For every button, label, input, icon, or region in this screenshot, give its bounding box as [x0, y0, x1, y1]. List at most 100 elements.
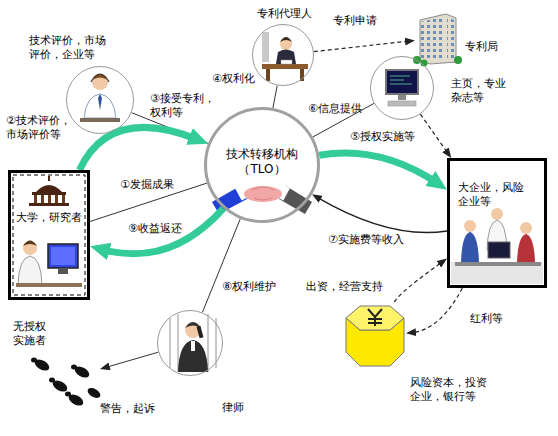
edge-label: ⑥信息提供 [308, 102, 362, 116]
attorney-figure [276, 50, 296, 65]
node-label: 专利局 [465, 40, 498, 54]
patent-office-building [421, 60, 428, 67]
edge-label: ⑤授权实施等 [350, 130, 415, 144]
node-label: 风险资本，投资 企业，银行等 [410, 376, 496, 404]
media-circle: 主页，专业 杂志等 [370, 56, 434, 120]
computer-figure [398, 95, 406, 100]
node-label: 律师 [222, 401, 244, 415]
patent-office-building [447, 18, 455, 61]
computer-figure [390, 80, 404, 81]
computer-figure [388, 101, 416, 106]
university-art [18, 256, 42, 284]
footprints [71, 365, 77, 370]
node-label: 无授权 实施者 [13, 320, 53, 348]
link-line [394, 262, 442, 302]
university-art [29, 203, 69, 206]
attorney-circle: 专利代理人 [252, 24, 314, 86]
company-people [455, 262, 541, 266]
university-art [13, 175, 85, 295]
link-line [273, 86, 277, 109]
link-line [420, 114, 447, 153]
edge-label: 警告，起诉 [100, 402, 155, 416]
link-line [317, 197, 447, 232]
university-art [36, 185, 62, 192]
edge-label: ⑨收益返还 [128, 222, 182, 236]
attorney-figure [266, 69, 270, 81]
node-label: 技术转移机构 （TLO） [221, 147, 303, 177]
evaluator-figure [91, 74, 109, 82]
attorney-figure [281, 60, 292, 64]
edge-label: ④权利化 [212, 72, 255, 86]
university-art [16, 283, 82, 287]
handshake-figure [279, 186, 312, 214]
link-line [412, 288, 462, 333]
edge-label: 红利等 [470, 312, 503, 326]
patent-office-building [421, 16, 445, 61]
evaluator-figure [80, 74, 120, 122]
university-art [48, 176, 50, 181]
footprints [31, 358, 37, 363]
company-people [517, 234, 535, 262]
patent-office-building [413, 14, 462, 67]
company-box: 大企业，风险 企业等 [447, 158, 547, 288]
lawyer-figure [169, 318, 171, 368]
footprints [31, 357, 102, 408]
lawyer-figure [215, 318, 217, 368]
node-label: 大企业，风险 企业等 [458, 181, 532, 209]
evaluator-circle: 技术评价，市场 评价，企业等 [66, 66, 134, 134]
lawyer-circle: 律师 [157, 310, 223, 376]
company-people [520, 222, 532, 234]
university-box: 大学，研究者 [8, 170, 90, 300]
edge-label: 出资，经营支持 [306, 280, 383, 294]
evaluator-figure [98, 94, 102, 110]
computer-figure [390, 76, 410, 77]
university-art [48, 195, 51, 203]
node-label: 大学，研究者 [11, 211, 87, 225]
flow-arrow [102, 208, 224, 253]
computer-figure [386, 70, 418, 106]
university-art [48, 244, 78, 268]
attorney-figure [262, 32, 308, 81]
edge-label: 专利申请 [333, 14, 377, 28]
attorney-figure [300, 69, 304, 81]
handshake-figure [254, 198, 272, 200]
company-people [491, 208, 503, 220]
edge-label: ②技术评价， 市场评价等 [6, 114, 80, 142]
lawyer-figure [197, 326, 204, 339]
edge-label: ⑦实施费等收入 [328, 233, 404, 247]
venture-capital-hexagon [346, 306, 404, 366]
link-line [314, 41, 409, 52]
edge-label: ①发掘成果 [120, 178, 174, 192]
handshake-figure [244, 186, 282, 202]
investor-hexagon: 风险资本，投资 企业，银行等 [344, 302, 406, 370]
venture-capital-hexagon [368, 309, 382, 326]
link-line [202, 219, 240, 313]
handshake-figure [212, 185, 312, 214]
lawyer-figure [178, 340, 208, 372]
university-art [62, 195, 65, 203]
link-line [106, 352, 159, 367]
evaluator-figure [80, 118, 120, 122]
flow-arrow [319, 153, 437, 183]
patent-office: 专利局 [415, 12, 460, 64]
handshake-figure [252, 187, 274, 190]
company-people [464, 220, 476, 232]
evaluator-figure [92, 74, 108, 90]
attorney-figure [262, 32, 269, 62]
university-art [58, 268, 68, 274]
attorney-figure [262, 64, 308, 69]
lawyer-figure [191, 341, 195, 351]
university-art [34, 195, 37, 203]
venture-capital-hexagon [346, 306, 404, 330]
university-art [41, 195, 44, 203]
company-people [451, 262, 543, 284]
company-people [461, 232, 479, 262]
company-people [488, 242, 510, 258]
edge-label: ⑧权利维护 [222, 280, 276, 294]
university-art [23, 241, 37, 255]
university-art [32, 192, 66, 195]
patent-office-building [454, 56, 462, 64]
university-art [55, 195, 58, 203]
